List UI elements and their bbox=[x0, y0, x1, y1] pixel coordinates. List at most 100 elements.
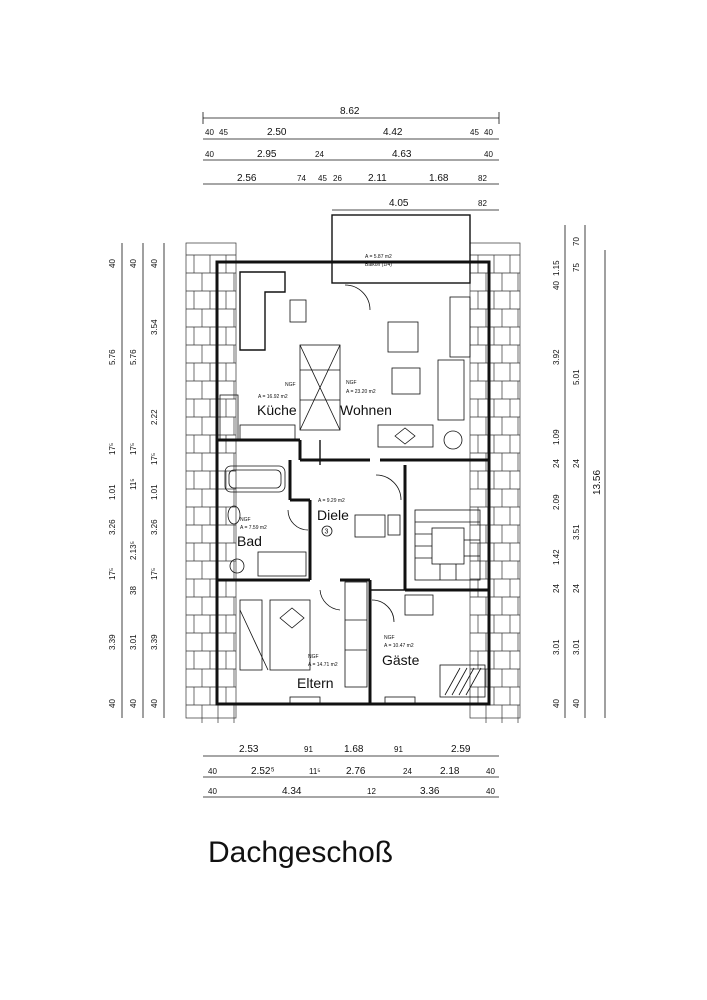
walls bbox=[215, 214, 491, 706]
svg-text:1.42: 1.42 bbox=[552, 549, 561, 565]
room-label-balkon: A = 5.87 m2 Balkon (1/4) bbox=[365, 254, 392, 268]
svg-text:38: 38 bbox=[129, 586, 138, 595]
svg-text:A = 10.47 m2: A = 10.47 m2 bbox=[384, 643, 414, 649]
room-label-gaeste: NGF A = 10.47 m2 Gäste bbox=[382, 635, 420, 668]
svg-text:4.63: 4.63 bbox=[392, 149, 412, 160]
svg-text:40: 40 bbox=[205, 128, 214, 137]
svg-text:40: 40 bbox=[129, 699, 138, 708]
roof-tiles-left bbox=[185, 242, 237, 723]
svg-text:A = 7.59 m2: A = 7.59 m2 bbox=[240, 525, 267, 531]
svg-text:1.01: 1.01 bbox=[108, 484, 117, 500]
svg-text:2.76: 2.76 bbox=[346, 766, 366, 777]
svg-text:2.22: 2.22 bbox=[150, 409, 159, 425]
svg-text:40: 40 bbox=[552, 699, 561, 708]
svg-text:40: 40 bbox=[486, 787, 495, 796]
svg-text:4.34: 4.34 bbox=[282, 786, 302, 797]
svg-text:Diele: Diele bbox=[317, 507, 349, 523]
svg-text:Balkon (1/4): Balkon (1/4) bbox=[365, 262, 392, 268]
furniture bbox=[219, 271, 486, 704]
svg-text:45: 45 bbox=[470, 128, 479, 137]
svg-text:Wohnen: Wohnen bbox=[340, 402, 392, 418]
svg-text:40: 40 bbox=[484, 128, 493, 137]
svg-text:2.18: 2.18 bbox=[440, 766, 460, 777]
svg-text:24: 24 bbox=[572, 584, 581, 593]
svg-text:5.01: 5.01 bbox=[572, 369, 581, 385]
svg-text:40: 40 bbox=[205, 150, 214, 159]
svg-text:2.11: 2.11 bbox=[368, 173, 387, 184]
svg-text:40: 40 bbox=[486, 767, 495, 776]
svg-text:40: 40 bbox=[552, 281, 561, 290]
svg-text:A = 23.20 m2: A = 23.20 m2 bbox=[346, 389, 376, 395]
svg-text:3.51: 3.51 bbox=[572, 524, 581, 540]
svg-text:45: 45 bbox=[318, 174, 327, 183]
svg-text:3.92: 3.92 bbox=[552, 349, 561, 365]
svg-text:1.68: 1.68 bbox=[429, 173, 449, 184]
roof-tiles-right bbox=[469, 242, 521, 723]
svg-text:3: 3 bbox=[325, 529, 329, 536]
svg-text:24: 24 bbox=[315, 150, 324, 159]
svg-text:1.01: 1.01 bbox=[150, 484, 159, 500]
svg-text:91: 91 bbox=[394, 745, 403, 754]
svg-text:40: 40 bbox=[484, 150, 493, 159]
svg-text:2.95: 2.95 bbox=[257, 149, 277, 160]
svg-text:NGF: NGF bbox=[346, 380, 357, 386]
guest-bed-hatch bbox=[444, 667, 482, 696]
svg-text:2.09: 2.09 bbox=[552, 494, 561, 510]
svg-text:2.52⁵: 2.52⁵ bbox=[251, 766, 275, 777]
svg-text:3.39: 3.39 bbox=[108, 634, 117, 650]
svg-text:12: 12 bbox=[367, 787, 376, 796]
svg-text:3.01: 3.01 bbox=[572, 639, 581, 655]
svg-text:NGF: NGF bbox=[240, 517, 251, 523]
room-label-wohnen: NGF A = 23.20 m2 Wohnen bbox=[340, 380, 392, 418]
svg-text:3.39: 3.39 bbox=[150, 634, 159, 650]
svg-text:26: 26 bbox=[333, 174, 342, 183]
svg-text:1.68: 1.68 bbox=[344, 744, 364, 755]
svg-text:2.50: 2.50 bbox=[267, 127, 287, 138]
svg-text:2.53: 2.53 bbox=[239, 744, 259, 755]
svg-text:40: 40 bbox=[150, 259, 159, 268]
svg-text:4.42: 4.42 bbox=[383, 127, 403, 138]
svg-text:3.54: 3.54 bbox=[150, 319, 159, 335]
svg-text:17⁵: 17⁵ bbox=[108, 568, 117, 580]
svg-text:13.56: 13.56 bbox=[592, 470, 603, 495]
room-label-eltern: NGF A = 14.71 m2 Eltern bbox=[297, 654, 338, 691]
svg-text:2.59: 2.59 bbox=[451, 744, 471, 755]
svg-text:75: 75 bbox=[572, 263, 581, 272]
svg-text:2.56: 2.56 bbox=[237, 173, 257, 184]
svg-text:24: 24 bbox=[403, 767, 412, 776]
svg-text:5.76: 5.76 bbox=[129, 349, 138, 365]
svg-text:40: 40 bbox=[108, 259, 117, 268]
svg-text:NGF: NGF bbox=[285, 382, 296, 388]
svg-text:17⁵: 17⁵ bbox=[108, 443, 117, 455]
svg-text:3.26: 3.26 bbox=[150, 519, 159, 535]
svg-text:40: 40 bbox=[208, 787, 217, 796]
svg-text:70: 70 bbox=[572, 237, 581, 246]
room-label-diele: A = 9.29 m2 Diele 3 bbox=[317, 498, 349, 537]
dimension-right: 70 1.15 40 3.92 1.09 24 2.09 1.42 24 3.0… bbox=[552, 225, 606, 718]
svg-text:11⁵: 11⁵ bbox=[129, 478, 138, 490]
svg-text:2.13⁵: 2.13⁵ bbox=[129, 541, 138, 560]
svg-text:3.36: 3.36 bbox=[420, 786, 440, 797]
svg-text:24: 24 bbox=[552, 584, 561, 593]
svg-text:3.01: 3.01 bbox=[552, 639, 561, 655]
svg-text:NGF: NGF bbox=[308, 654, 319, 660]
svg-text:3.26: 3.26 bbox=[108, 519, 117, 535]
svg-text:74: 74 bbox=[297, 174, 306, 183]
svg-text:NGF: NGF bbox=[384, 635, 395, 641]
room-label-bad: NGF A = 7.59 m2 Bad bbox=[237, 517, 267, 549]
svg-text:40: 40 bbox=[208, 767, 217, 776]
svg-text:17⁵: 17⁵ bbox=[129, 443, 138, 455]
svg-text:Eltern: Eltern bbox=[297, 675, 334, 691]
svg-text:40: 40 bbox=[572, 699, 581, 708]
svg-text:40: 40 bbox=[150, 699, 159, 708]
svg-text:8.62: 8.62 bbox=[340, 106, 360, 117]
svg-text:5.76: 5.76 bbox=[108, 349, 117, 365]
svg-text:82: 82 bbox=[478, 174, 487, 183]
svg-text:1.09: 1.09 bbox=[552, 429, 561, 445]
svg-text:4.05: 4.05 bbox=[389, 198, 409, 209]
svg-text:40: 40 bbox=[108, 699, 117, 708]
svg-text:A = 5.87 m2: A = 5.87 m2 bbox=[365, 254, 392, 260]
svg-text:Bad: Bad bbox=[237, 533, 262, 549]
svg-text:40: 40 bbox=[129, 259, 138, 268]
